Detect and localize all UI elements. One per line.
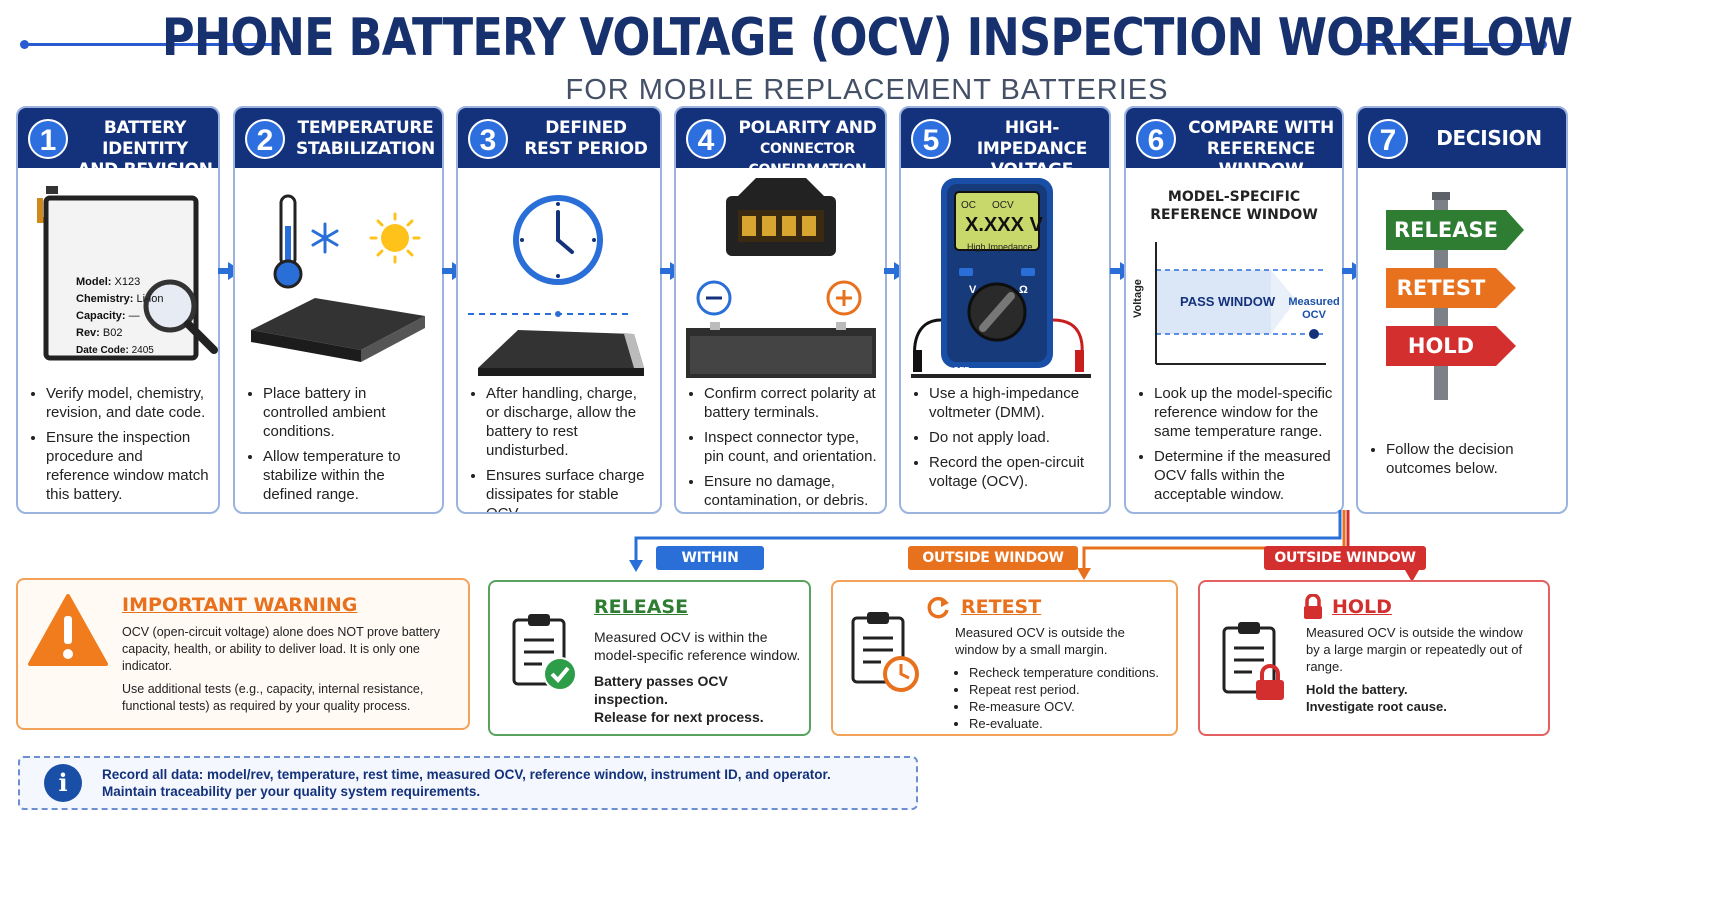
warning-icon xyxy=(28,594,108,666)
release-text: Measured OCV is within the model-specifi… xyxy=(594,629,801,725)
step-number: 3 xyxy=(468,119,508,159)
release-title: RELEASE xyxy=(594,596,689,618)
title-rule-right xyxy=(1360,40,1547,49)
step-number: 5 xyxy=(911,119,951,159)
meter-reading: X.XXX V xyxy=(965,214,1043,236)
step-bullets: Follow the decision outcomes below. xyxy=(1368,440,1558,484)
step-number: 7 xyxy=(1368,119,1408,159)
hold-text: Measured OCV is outside the window by a … xyxy=(1306,625,1523,714)
signpost-hold: HOLD xyxy=(1407,334,1475,358)
important-warning-box: IMPORTANT WARNING OCV (open-circuit volt… xyxy=(16,578,470,730)
warning-title: IMPORTANT WARNING xyxy=(122,594,358,616)
meter-mode: High Impedance xyxy=(967,242,1033,252)
step-number: 6 xyxy=(1136,119,1176,159)
rest-period-illustration xyxy=(458,170,660,510)
sun-icon xyxy=(369,212,421,264)
step-bullets: Verify model, chemistry, revision, and d… xyxy=(28,384,210,510)
connector-illustration xyxy=(676,170,885,510)
thermometer-icon xyxy=(251,194,425,362)
warning-text: OCV (open-circuit voltage) alone does NO… xyxy=(122,625,440,713)
meter-v-label: V xyxy=(969,284,977,296)
meter-off-label: OFF xyxy=(953,366,969,375)
step-header: 7 DECISION xyxy=(1358,108,1566,168)
temperature-illustration xyxy=(235,170,442,510)
release-outcome-box: RELEASE Measured OCV is within the model… xyxy=(488,580,811,736)
battery-label-illustration: Model: X123 Chemistry: Li-ion Capacity: … xyxy=(18,170,218,510)
snowflake-icon xyxy=(311,222,339,254)
within-window-tag: WITHIN WINDOW xyxy=(656,546,764,590)
page-subtitle: FOR MOBILE REPLACEMENT BATTERIES xyxy=(565,74,1169,106)
retest-outcome-box: RETEST Measured OCV is outside the windo… xyxy=(831,580,1178,736)
minus-icon xyxy=(696,280,732,316)
step-bullets: Confirm correct polarity at battery term… xyxy=(686,384,877,512)
clipboard-clock-icon xyxy=(851,612,919,692)
step-bullets: Use a high-impedance voltmeter (DMM). Do… xyxy=(911,384,1101,497)
clock-icon xyxy=(513,195,603,285)
step-bullets: Place battery in controlled ambient cond… xyxy=(245,384,434,510)
battery-label-text: Model: X123 Chemistry: Li-ion Capacity: … xyxy=(76,276,164,356)
step-bullets: Look up the model-specific reference win… xyxy=(1136,384,1334,510)
signpost-retest: RETEST xyxy=(1396,276,1486,300)
signpost-illustration: RELEASE RETEST HOLD xyxy=(1358,170,1566,510)
record-note-text: Record all data: model/rev, temperature,… xyxy=(102,767,831,799)
clipboard-lock-icon xyxy=(1222,622,1284,700)
lock-icon xyxy=(1304,594,1322,619)
record-data-note: i Record all data: model/rev, temperatur… xyxy=(18,756,918,810)
step-bullets: After handling, charge, or discharge, al… xyxy=(468,384,652,512)
page-title: PHONE BATTERY VOLTAGE (OCV) INSPECTION W… xyxy=(161,8,1573,68)
retest-title: RETEST xyxy=(961,596,1042,618)
pass-window-label: PASS WINDOW xyxy=(1180,294,1276,309)
connector-icon xyxy=(726,178,836,256)
outside-large-tag: OUTSIDE WINDOW (LARGE) xyxy=(1264,546,1426,590)
step-number: 1 xyxy=(28,119,68,159)
refresh-icon xyxy=(927,596,949,619)
step-number: 4 xyxy=(686,119,726,159)
step-7-card: 7 DECISION RELEASE RETEST HOLD Follow th… xyxy=(1356,106,1568,514)
hold-title: HOLD xyxy=(1332,596,1392,618)
step-number: 2 xyxy=(245,119,285,159)
plus-icon xyxy=(826,280,862,316)
step-title: DECISION xyxy=(1436,126,1542,150)
info-icon: i xyxy=(44,764,82,802)
retest-text: Measured OCV is outside the window by a … xyxy=(955,624,1169,732)
clipboard-check-icon xyxy=(512,614,577,691)
multimeter-icon xyxy=(911,178,1091,378)
signpost-release: RELEASE xyxy=(1394,218,1498,242)
outside-small-tag: OUTSIDE WINDOW (SMALL) xyxy=(908,546,1078,590)
meter-ohm-label: Ω xyxy=(1019,284,1028,296)
title-rule-left xyxy=(20,40,280,49)
hold-outcome-box: HOLD Measured OCV is outside the window … xyxy=(1198,580,1550,736)
